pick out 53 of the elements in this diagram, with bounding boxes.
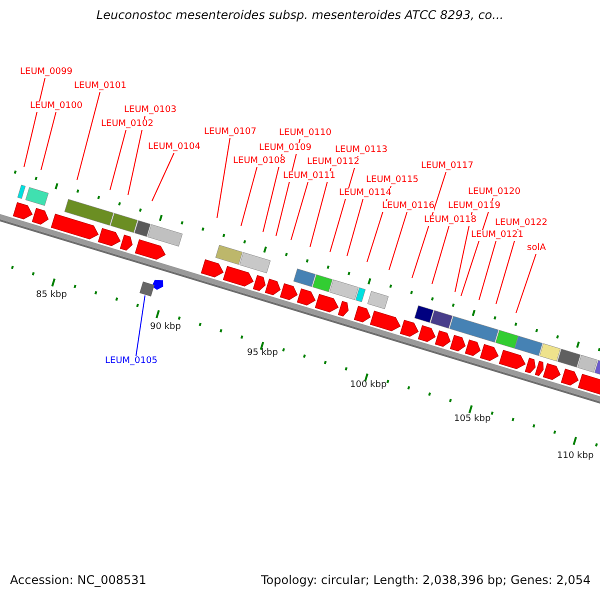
leader-line [454, 212, 472, 292]
gene-label: LEUM_0100 [30, 101, 82, 112]
gene-label: LEUM_0108 [233, 156, 286, 167]
leader-line [432, 226, 450, 284]
title: Leuconostoc mesenteroides subsp. mesenteroides ATCC 8293, co... [95, 10, 505, 21]
leader-line [240, 166, 258, 226]
scale-label: 85 kbp [36, 290, 67, 301]
gene-label: LEUM_0114 [339, 188, 392, 199]
leader-line [216, 138, 230, 218]
gene-label: LEUM_0119 [448, 201, 500, 212]
leader-line [110, 130, 126, 190]
gene-label: LEUM_0115 [366, 175, 418, 186]
gene-label: LEUM_0111 [283, 171, 336, 182]
gene-label: LEUM_0107 [204, 127, 256, 138]
gene-label: LEUM_0110 [279, 128, 332, 139]
gene-block [140, 282, 154, 296]
gene-label: LEUM_0121 [471, 230, 524, 241]
gene-label: LEUM_0122 [495, 218, 548, 229]
gene-label: LEUM_0099 [20, 67, 72, 78]
scale-label: 105 kbp [454, 414, 491, 425]
leader-line [310, 168, 332, 248]
gene-label: LEUM_0101 [74, 81, 126, 92]
leader-line [128, 116, 146, 196]
genome-info-text: Topology: circular; Length: 2,038,396 bp; Genes: 2,054 [261, 575, 591, 586]
gene-label: LEUM_0103 [124, 105, 176, 116]
gene-label: LEUM_0105 [105, 356, 158, 367]
gene-label: LEUM_0109 [259, 143, 312, 154]
leader-line [346, 198, 364, 256]
leader-line [76, 92, 100, 180]
leader-line [136, 294, 146, 356]
gene-label: LEUM_0120 [468, 187, 520, 198]
leader-line [516, 254, 536, 314]
gene-label: LEUM_0117 [421, 161, 474, 172]
accession-text: Accession: NC_008531 [10, 575, 146, 586]
gene-label: LEUM_0113 [335, 145, 388, 156]
gene-label: LEUM_0116 [382, 201, 434, 212]
gene-label: solA [527, 243, 546, 254]
leader-line [412, 172, 446, 278]
gene-label: LEUM_0104 [148, 142, 200, 153]
scale-label: 110 kbp [557, 451, 594, 462]
gene-label: LEUM_0112 [307, 157, 360, 168]
leader-line [24, 78, 46, 168]
scale-label: 95 kbp [247, 348, 278, 359]
leader-line [152, 152, 174, 202]
leader-line [478, 240, 496, 300]
gene-label: LEUM_0102 [101, 119, 154, 130]
leader-line [262, 154, 282, 232]
leader-line [40, 112, 56, 170]
scale-label: 90 kbp [150, 322, 181, 333]
leader-line [290, 182, 308, 240]
scale-label: 100 kbp [350, 380, 387, 391]
gene-label: LEUM_0118 [424, 215, 476, 226]
leader-line [388, 212, 408, 270]
